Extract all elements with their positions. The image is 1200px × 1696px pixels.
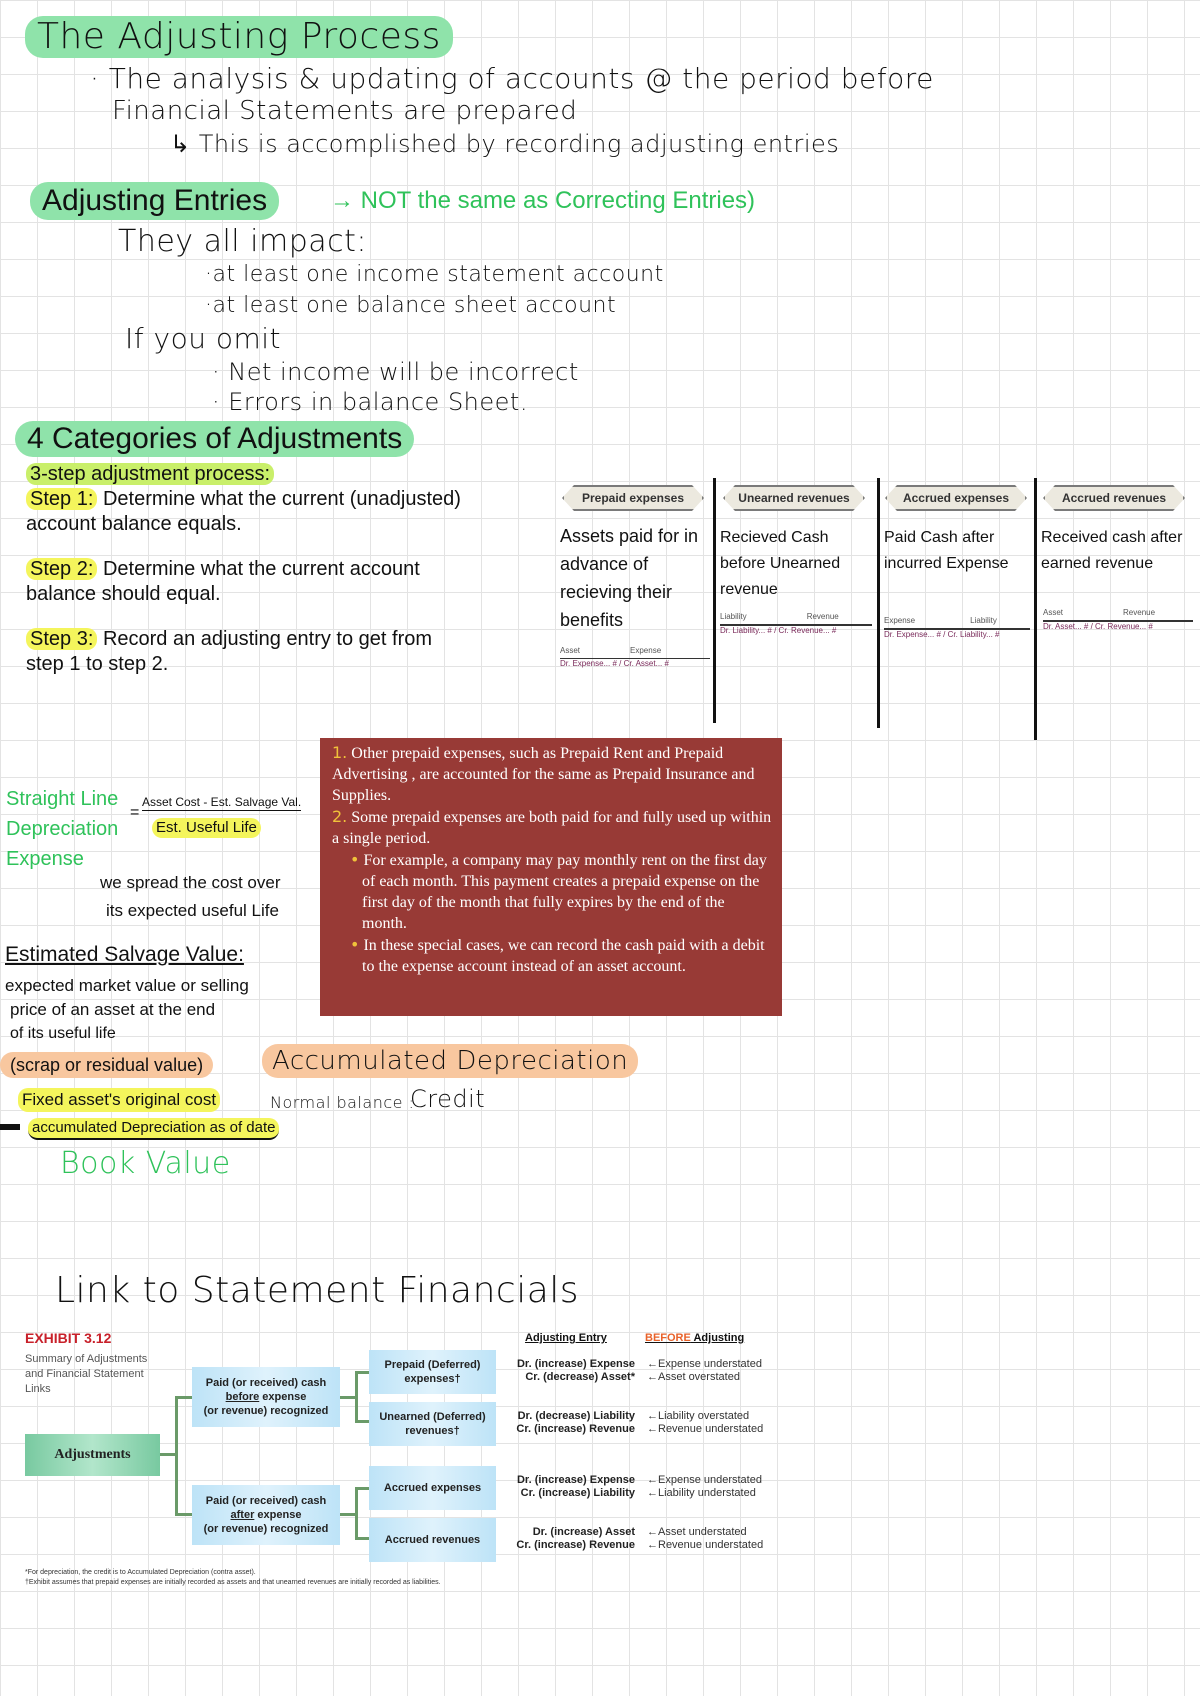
formula-denominator: Est. Useful Life [152,818,261,838]
tag-accrued-revenues: Accrued revenues [1043,485,1185,511]
section-heading: 4 Categories of Adjustments [15,421,415,457]
text: If you omit [125,322,282,355]
column-header: BEFORE Adjusting [645,1332,745,1344]
bullet: For example, a company may pay monthly r… [362,852,767,932]
straight-line-label: Depreciation [6,818,119,840]
entry: Dr. Expense... # / Cr. Liability... # [884,628,1030,640]
before-effect: ←Liability overstated←Revenue understate… [647,1410,764,1435]
tag-prepaid-expenses: Prepaid expenses [562,485,704,511]
page-title: The Adjusting Process [25,16,453,58]
section-heading: Link to Statement Financials [55,1270,580,1311]
list-item: ·at least one income statement account [205,262,664,287]
intro-line: ↳ This is accomplished by recording adju… [170,130,840,158]
before-effect: ←Expense understated←Liability understat… [647,1474,762,1499]
footnote: *For depreciation, the credit is to Accu… [25,1569,256,1576]
divider [877,478,880,728]
book-value: Book Value [60,1146,231,1181]
equals: = [130,804,140,821]
straight-line-label: Expense [6,848,84,870]
step-label: Step 2: [26,558,98,580]
minus-sign [0,1124,20,1130]
intro-line: · The analysis & updating of accounts @ … [90,62,934,95]
text: Credit [410,1085,486,1113]
text: (scrap or residual value) [0,1052,214,1078]
note: its expected useful Life [106,901,279,920]
note: we spread the cost over [100,873,281,892]
intro-line: Financial Statements are prepared [112,96,578,126]
account-name: Liability [970,616,997,625]
prepaid-note-box: 1. Other prepaid expenses, such as Prepa… [320,738,782,1016]
text: price of an asset at the end [10,1000,216,1019]
exhibit-label: EXHIBIT 3.12 [25,1330,112,1346]
calc-line: Fixed asset's original cost [18,1088,221,1112]
steps: 3-step adjustment process: Step 1: Deter… [26,462,466,677]
row-type: Unearned (Deferred) revenues† [369,1402,496,1446]
account-name: Expense [884,616,916,625]
straight-line-label: Straight Line [6,788,119,810]
tag-accrued-expenses: Accrued expenses [885,485,1027,511]
divider [713,478,716,723]
accumulated-heading: Accumulated Depreciation [262,1044,639,1078]
entry: Dr. Liability... # / Cr. Revenue... # [720,624,872,636]
note: → NOT the same as Correcting Entries) [330,187,756,214]
salvage-heading: Estimated Salvage Value: [5,943,244,966]
step-label: Step 3: [26,628,98,650]
row-type: Accrued revenues [369,1518,496,1562]
before-effect: ←Expense understated←Asset overstated [647,1358,762,1383]
adjustments-box: Adjustments [25,1434,160,1476]
column-note: Recieved Cash before Unearned revenue [720,529,841,598]
account-name: Asset [1043,608,1064,617]
column-note: Received cash after earned revenue [1041,529,1183,572]
footnote: †Exhibit assumes that prepaid expenses a… [25,1579,441,1586]
text: of its useful life [10,1025,116,1042]
account-name: Revenue [806,612,839,621]
bullet: In these special cases, we can record th… [362,937,765,975]
step-text: Determine what the current (unadjusted) … [26,488,461,535]
list-item: · Net income will be incorrect [212,358,579,386]
entry: Dr. Asset... # / Cr. Revenue... # [1043,620,1193,632]
exhibit-subtitle: Summary of Adjustments and Financial Sta… [25,1353,148,1395]
step-label: Step 1: [26,488,98,510]
tag-unearned-revenues: Unearned revenues [723,485,865,511]
divider [1034,478,1037,740]
calc-line: accumulated Depreciation as of date [28,1118,280,1140]
entry: Dr. Expense... # / Cr. Asset... # [560,658,710,669]
steps-intro: 3-step adjustment process: [26,463,275,485]
list-item: ·at least one balance sheet account [205,293,617,318]
account-name: Asset [560,646,581,655]
step-text: Determine what the current account balan… [26,558,420,605]
column-note: Assets paid for in advance of recieving … [560,526,699,630]
list-item: · Errors in balance Sheet. [212,388,528,416]
number: 1. [332,743,348,762]
row-type: Prepaid (Deferred) expenses† [369,1350,496,1394]
text: Normal balance : [270,1093,415,1112]
paragraph: Some prepaid expenses are both paid for … [332,809,772,847]
account-name: Liability [720,612,747,621]
paragraph: Other prepaid expenses, such as Prepaid … [332,745,755,804]
section-heading: Adjusting Entries [30,182,280,220]
before-effect: ←Asset understated←Revenue understated [647,1526,764,1551]
text: expected market value or selling [5,976,249,995]
formula-numerator: Asset Cost - Est. Salvage Val. [142,795,302,811]
text: They all impact: [118,224,368,259]
number: 2. [332,807,348,826]
column-note: Paid Cash after incurred Expense [884,529,1009,572]
account-name: Expense [630,646,662,655]
step-text: Record an adjusting entry to get from st… [26,628,433,675]
column-header: Adjusting Entry [525,1332,607,1344]
row-type: Accrued expenses [369,1466,496,1510]
account-name: Revenue [1123,608,1156,617]
